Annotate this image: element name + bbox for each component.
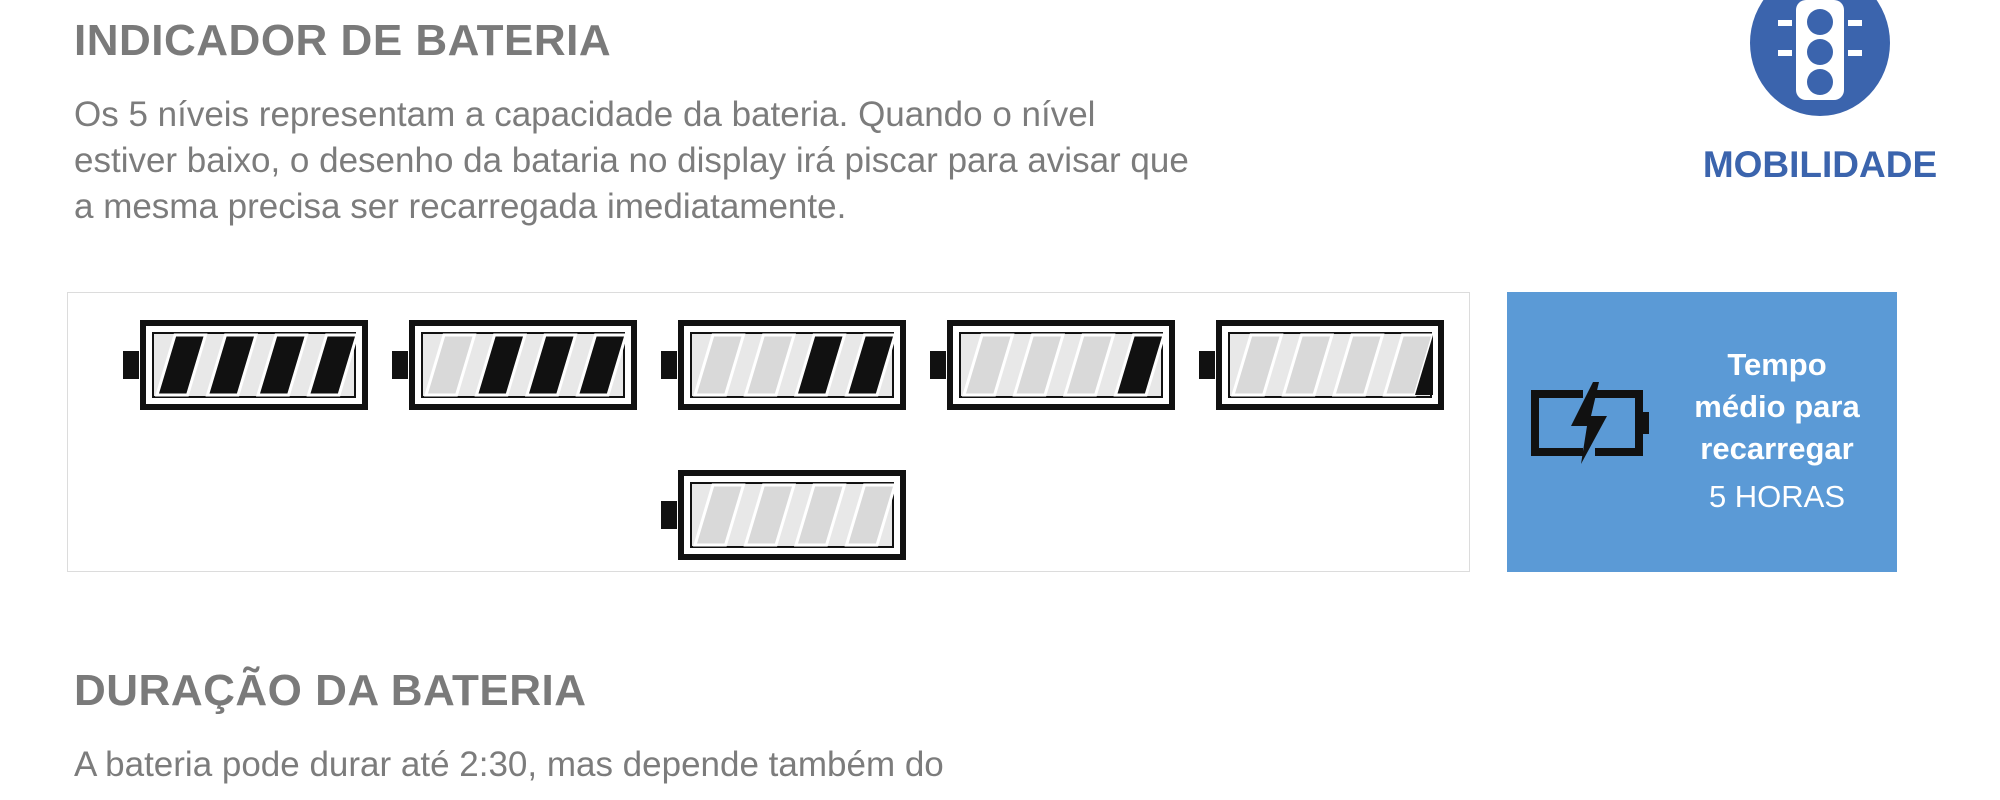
recharge-hours: 5 HORAS bbox=[1708, 479, 1846, 514]
battery-segment bbox=[1062, 333, 1116, 397]
mobility-logo: MOBILIDADE bbox=[1685, 0, 1955, 190]
battery-segment-partial bbox=[1415, 335, 1433, 395]
battery-segment bbox=[743, 333, 797, 397]
battery-segment bbox=[1012, 333, 1066, 397]
battery-segment bbox=[844, 333, 898, 397]
battery-segment bbox=[524, 333, 578, 397]
battery-segment bbox=[1113, 333, 1167, 397]
battery-duration-title: DURAÇÃO DA BATERIA bbox=[74, 666, 587, 715]
battery-level-icon bbox=[1199, 320, 1444, 410]
recharge-line-2: médio para bbox=[1694, 389, 1860, 424]
recharge-line-1: Tempo bbox=[1727, 347, 1827, 382]
battery-segment bbox=[844, 483, 898, 547]
battery-segment bbox=[692, 483, 746, 547]
battery-segment bbox=[205, 333, 259, 397]
traffic-light-icon bbox=[1750, 0, 1890, 116]
battery-segment bbox=[474, 333, 528, 397]
battery-segment bbox=[154, 333, 208, 397]
battery-segment bbox=[743, 483, 797, 547]
charging-battery-icon bbox=[1531, 382, 1649, 464]
battery-levels-panel bbox=[67, 292, 1470, 572]
battery-segment bbox=[793, 483, 847, 547]
battery-segment bbox=[692, 333, 746, 397]
battery-segment bbox=[1281, 333, 1335, 397]
recharge-time-box: Tempo médio para recarregar 5 HORAS bbox=[1507, 292, 1897, 572]
battery-level-icon bbox=[392, 320, 637, 410]
battery-segment bbox=[793, 333, 847, 397]
mobility-label: MOBILIDADE bbox=[1702, 144, 1938, 185]
battery-level-icon bbox=[123, 320, 368, 410]
battery-indicator-description: Os 5 níveis representam a capacidade da … bbox=[74, 95, 1189, 226]
battery-segment bbox=[255, 333, 309, 397]
battery-duration-description: A bateria pode durar até 2:30, mas depen… bbox=[74, 745, 944, 784]
battery-level-icon bbox=[661, 320, 906, 410]
battery-indicator-title: INDICADOR DE BATERIA bbox=[74, 16, 612, 65]
battery-level-icon bbox=[661, 470, 906, 560]
battery-level-icon bbox=[930, 320, 1175, 410]
recharge-line-3: recarregar bbox=[1700, 431, 1854, 466]
battery-segment bbox=[1331, 333, 1385, 397]
battery-segment bbox=[575, 333, 629, 397]
battery-segment bbox=[961, 333, 1015, 397]
battery-segment bbox=[306, 333, 360, 397]
battery-segment bbox=[1230, 333, 1284, 397]
recharge-time-text: Tempo médio para recarregar 5 HORAS bbox=[1667, 344, 1887, 518]
battery-segment bbox=[423, 333, 477, 397]
